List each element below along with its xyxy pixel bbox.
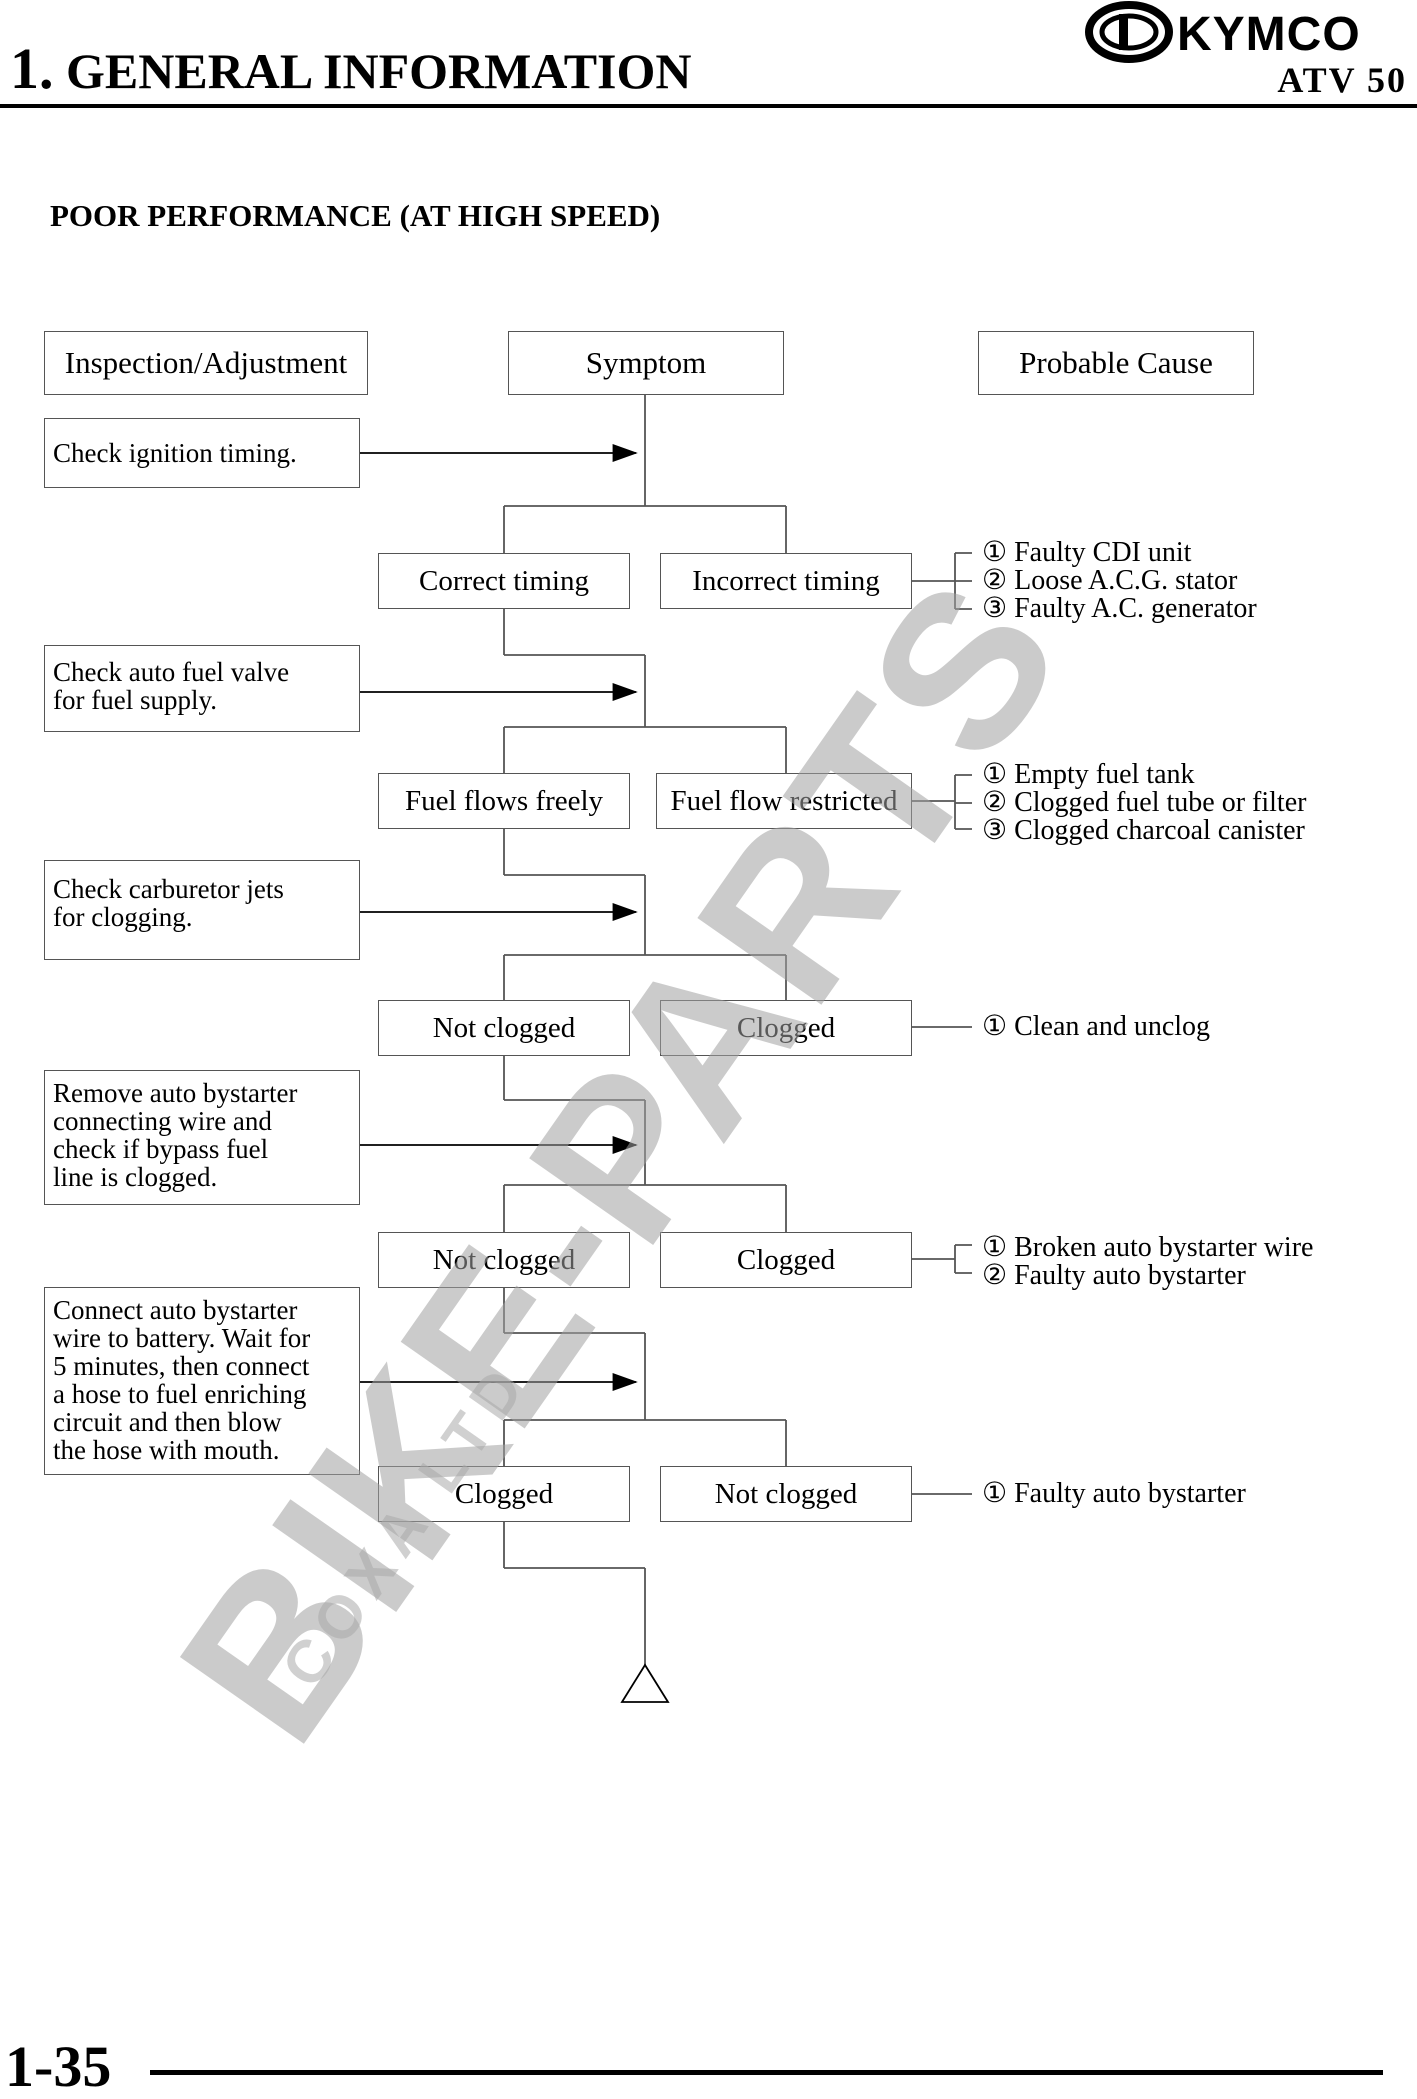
column-header-inspection: Inspection/Adjustment <box>44 331 368 395</box>
symptom-fuel-flows-freely: Fuel flows freely <box>378 773 630 829</box>
model-name: ATV 50 <box>1277 60 1407 100</box>
kymco-logo: KYMCO <box>1085 1 1361 63</box>
cause-loose-acg-stator: ② Loose A.C.G. stator <box>982 565 1238 596</box>
header-divider <box>0 104 1417 108</box>
symptom-fuel-flow-restricted: Fuel flow restricted <box>656 773 912 829</box>
symptom-bypass-not-clogged: Not clogged <box>378 1232 630 1288</box>
symptom-jets-clogged: Clogged <box>660 1000 912 1056</box>
inspection-ignition-timing: Check ignition timing. <box>44 418 360 488</box>
cause-faulty-ac-generator: ③ Faulty A.C. generator <box>982 593 1257 624</box>
column-header-symptom: Symptom <box>508 331 784 395</box>
inspection-fuel-valve: Check auto fuel valve for fuel supply. <box>44 645 360 732</box>
cause-faulty-bystarter-final: ① Faulty auto bystarter <box>982 1478 1246 1509</box>
symptom-jets-not-clogged: Not clogged <box>378 1000 630 1056</box>
cause-clogged-charcoal-canister: ③ Clogged charcoal canister <box>982 815 1305 846</box>
inspection-bystarter-battery: Connect auto bystarter wire to battery. … <box>44 1287 360 1475</box>
symptom-correct-timing: Correct timing <box>378 553 630 609</box>
symptom-enriching-not-clogged: Not clogged <box>660 1466 912 1522</box>
page-number: 1-35 <box>5 2034 112 2099</box>
symptom-enriching-clogged: Clogged <box>378 1466 630 1522</box>
symptom-incorrect-timing: Incorrect timing <box>660 553 912 609</box>
chapter-heading: 1. GENERAL INFORMATION <box>10 40 692 98</box>
end-triangle <box>620 1663 670 1703</box>
section-title: POOR PERFORMANCE (AT HIGH SPEED) <box>50 198 661 233</box>
inspection-bypass-fuel-line: Remove auto bystarter connecting wire an… <box>44 1070 360 1205</box>
cause-clean-and-unclog: ① Clean and unclog <box>982 1011 1211 1042</box>
inspection-carburetor-jets: Check carburetor jets for clogging. <box>44 860 360 960</box>
footer-divider <box>150 2070 1383 2075</box>
cause-faulty-cdi: ① Faulty CDI unit <box>982 537 1192 568</box>
symptom-bypass-clogged: Clogged <box>660 1232 912 1288</box>
brand-name: KYMCO <box>1177 8 1361 61</box>
cause-broken-bystarter-wire: ① Broken auto bystarter wire <box>982 1232 1314 1263</box>
cause-clogged-fuel-tube: ② Clogged fuel tube or filter <box>982 787 1307 818</box>
chapter-title: GENERAL INFORMATION <box>66 43 692 99</box>
cause-faulty-bystarter: ② Faulty auto bystarter <box>982 1260 1246 1291</box>
cause-empty-fuel-tank: ① Empty fuel tank <box>982 759 1195 790</box>
chapter-number: 1. <box>10 36 54 101</box>
column-header-cause: Probable Cause <box>978 331 1254 395</box>
